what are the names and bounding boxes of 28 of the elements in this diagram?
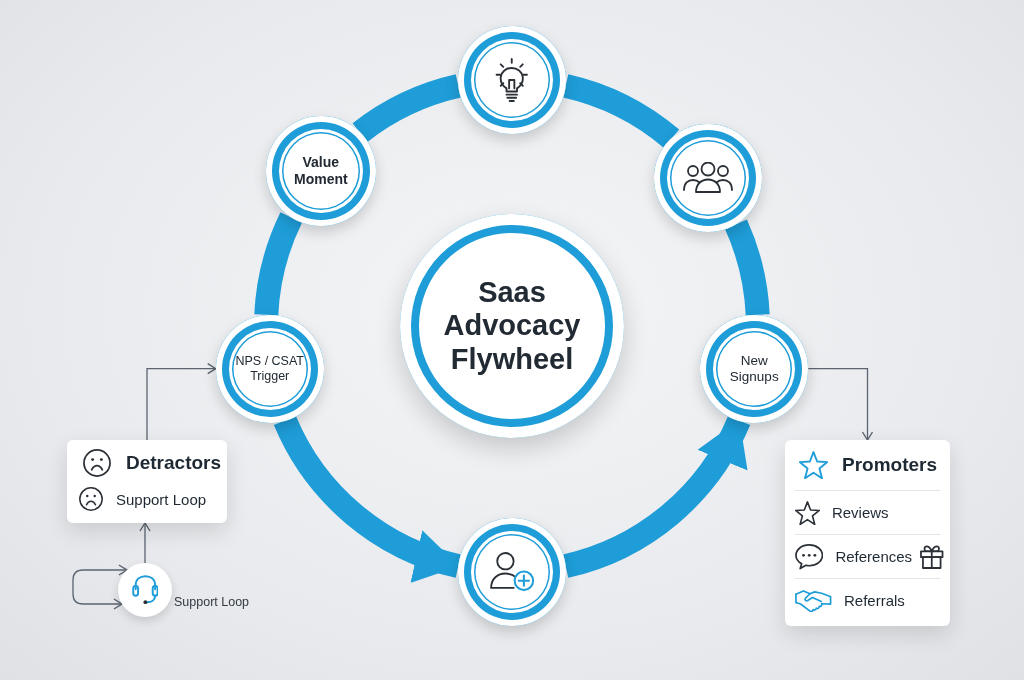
step-circle bbox=[458, 518, 566, 626]
list-item-label: Referrals bbox=[844, 592, 905, 609]
caption-label: Support Loop bbox=[174, 595, 250, 609]
card-heading: Detractors bbox=[126, 452, 222, 474]
connector-arrow bbox=[139, 522, 151, 564]
loop-arrow bbox=[72, 564, 128, 610]
flywheel-arrow bbox=[562, 415, 750, 578]
flywheel-arc bbox=[562, 74, 679, 149]
step-circle bbox=[458, 26, 566, 134]
flywheel-arc bbox=[724, 219, 770, 316]
hub-title: Saas Advocacy Flywheel bbox=[442, 275, 582, 377]
step-label: New Signups bbox=[728, 352, 780, 385]
info-card bbox=[67, 440, 227, 523]
connector-arrow bbox=[807, 368, 874, 441]
step-circle bbox=[215, 314, 324, 423]
step-circle bbox=[654, 123, 763, 232]
list-item-label: References bbox=[835, 548, 913, 565]
list-item-label: Support Loop bbox=[116, 490, 207, 508]
flywheel-arc bbox=[254, 212, 303, 316]
card-heading: Promoters bbox=[842, 454, 938, 476]
step-label: Value Moment bbox=[292, 154, 349, 188]
info-card bbox=[785, 440, 950, 626]
step-circle bbox=[700, 314, 809, 423]
list-item-label: Reviews bbox=[831, 504, 889, 521]
step-label: NPS / CSAT Trigger bbox=[234, 353, 305, 384]
connector-arrow bbox=[146, 363, 217, 441]
flywheel-arc bbox=[353, 74, 462, 143]
flywheel-arrow bbox=[274, 415, 462, 581]
